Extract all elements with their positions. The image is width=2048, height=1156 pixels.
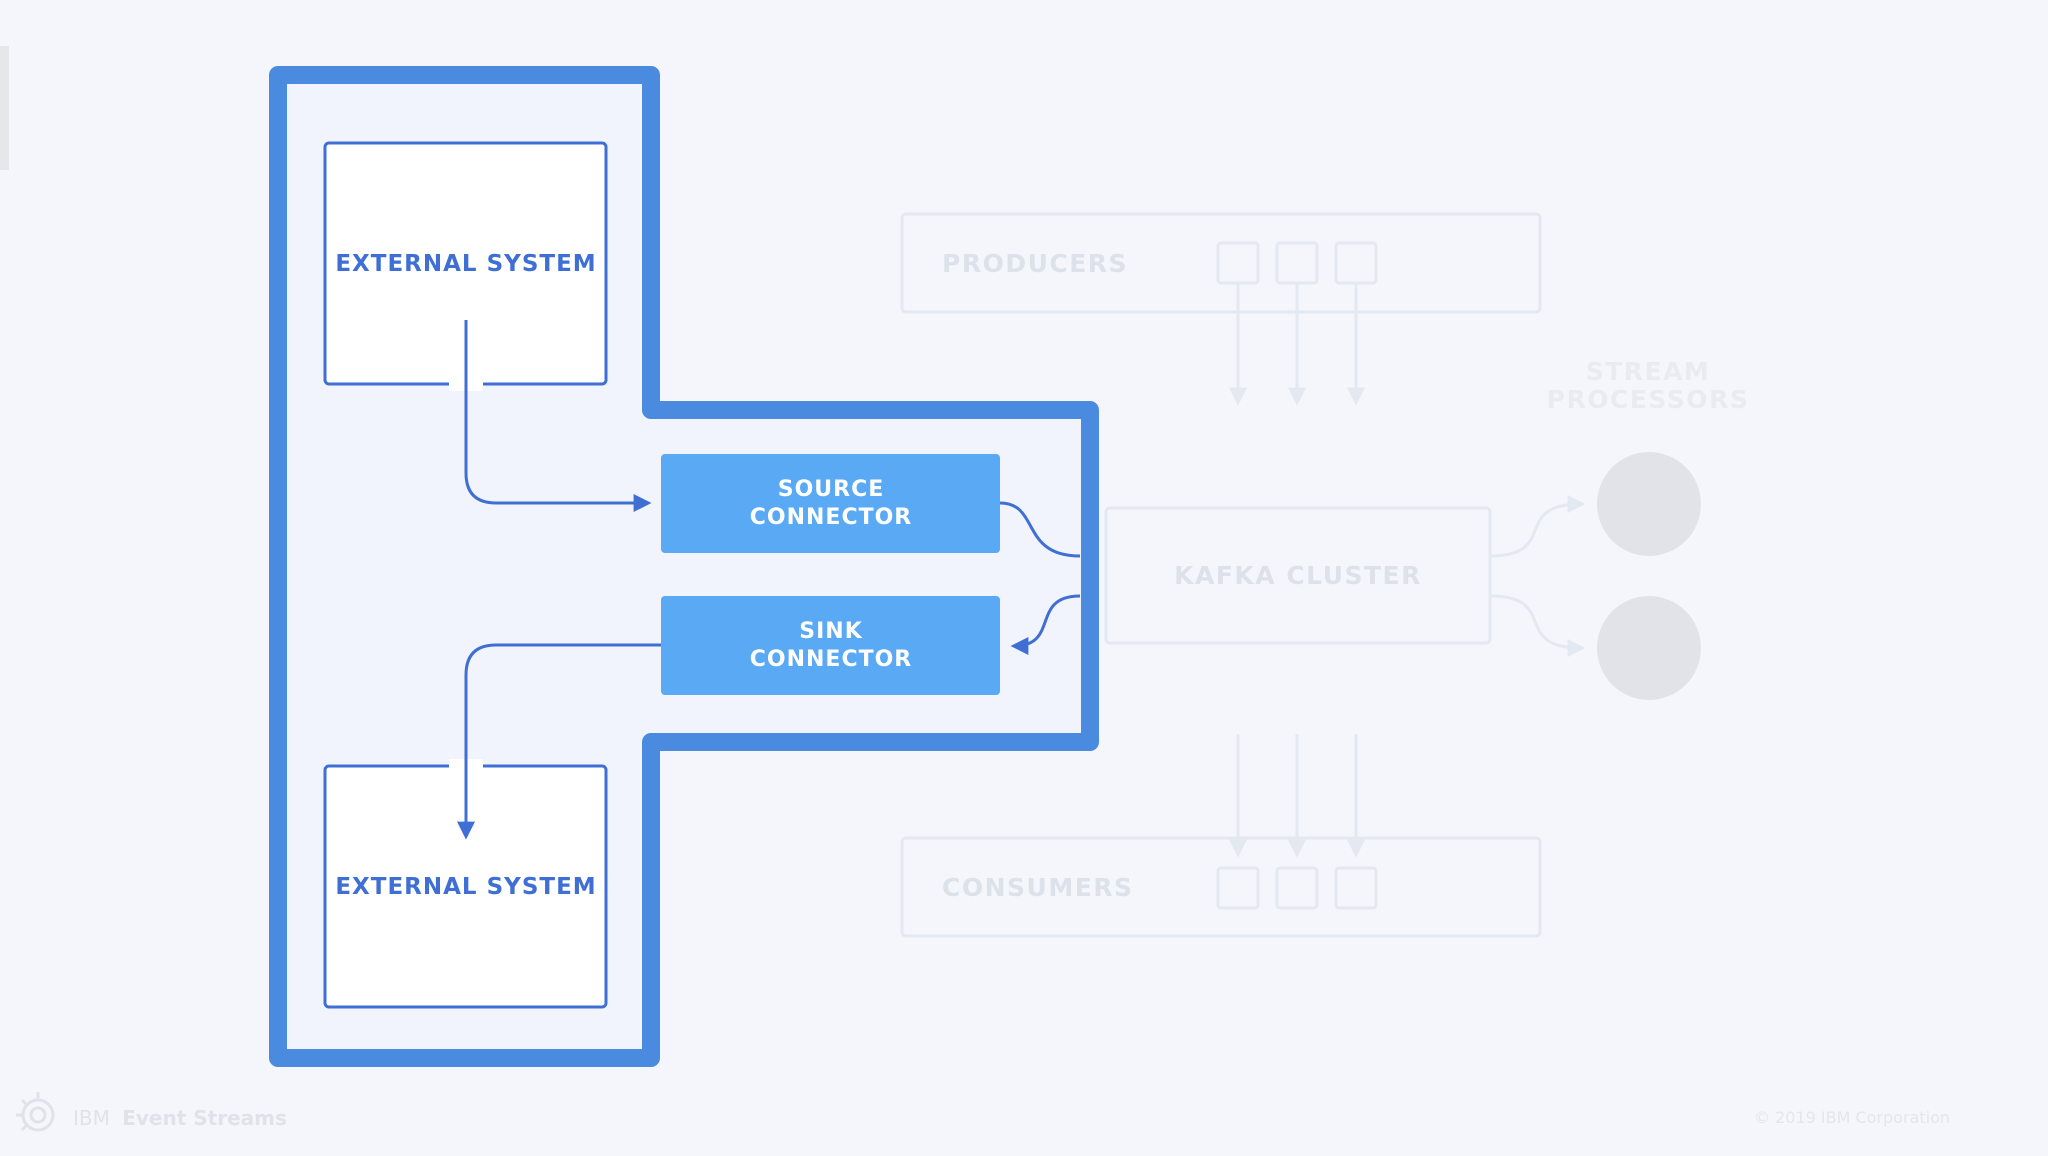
producer-node — [1216, 241, 1260, 285]
sink-to-external-arrow — [457, 643, 661, 840]
producers-box — [900, 212, 1542, 314]
stream-processor-arrow — [1489, 594, 1586, 657]
kafka-cluster-label: KAFKA CLUSTER — [1174, 561, 1422, 590]
footer-brand-name: Event Streams — [122, 1106, 287, 1130]
consumer-node — [1334, 866, 1378, 910]
footer-copyright: © 2019 IBM Corporation — [1754, 1108, 1950, 1127]
external-to-source-arrow — [464, 320, 652, 512]
footer-brand-prefix: IBM — [73, 1106, 110, 1130]
sink-connector-box — [661, 596, 1000, 695]
stream-processor-node — [1597, 596, 1701, 700]
stream-processors-label-line2: PROCESSORS — [1547, 385, 1750, 414]
kafka-cluster-box — [1104, 506, 1492, 645]
source-to-kafka-line — [999, 501, 1081, 558]
stream-processors-label-line1: STREAM — [1586, 357, 1711, 386]
producers-label: PRODUCERS — [942, 249, 1128, 278]
source-connector-box — [661, 454, 1000, 553]
stream-processor-node — [1597, 452, 1701, 556]
ibm-event-streams-logo-icon — [16, 1092, 55, 1132]
consumers-box — [900, 836, 1542, 938]
consumer-node — [1216, 866, 1260, 910]
stream-processor-arrow — [1489, 495, 1586, 558]
faded-ecosystem: PRODUCERS KAFKA CLUSTER STREAM PROCESSOR… — [900, 212, 1750, 938]
consumer-node — [1275, 866, 1319, 910]
source-connector-label-line1: SOURCE — [778, 477, 885, 502]
sink-connector-label-line1: SINK — [799, 619, 863, 644]
kafka-to-sink-arrow — [1010, 594, 1081, 655]
producer-node — [1334, 241, 1378, 285]
consumers-label: CONSUMERS — [942, 873, 1134, 902]
footer-brand: IBM Event Streams — [73, 1106, 287, 1130]
external-system-bottom-label: EXTERNAL SYSTEM — [335, 874, 596, 900]
producer-node — [1275, 241, 1319, 285]
source-connector-label-line2: CONNECTOR — [750, 505, 913, 530]
left-edge-tab — [0, 46, 9, 170]
sink-connector-label-line2: CONNECTOR — [750, 647, 913, 672]
external-system-top-label: EXTERNAL SYSTEM — [335, 251, 596, 277]
